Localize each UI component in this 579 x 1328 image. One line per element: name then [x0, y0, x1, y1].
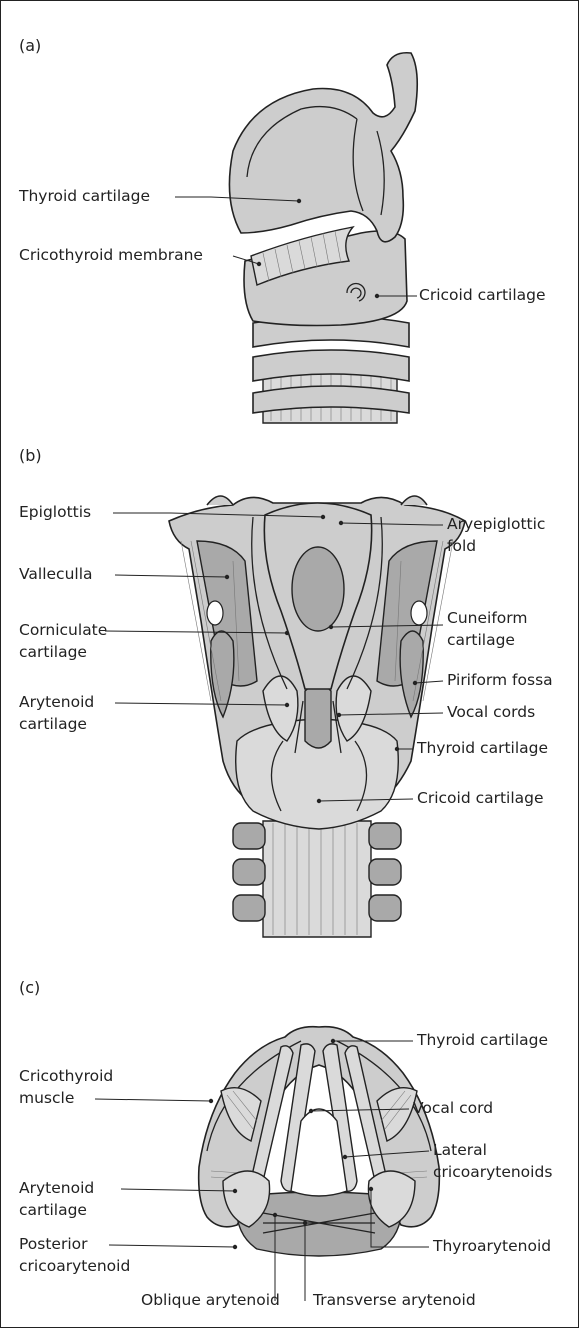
label-lateral: Lateral [433, 1141, 487, 1159]
label-cricothyroid: Cricothyroid [19, 1067, 113, 1085]
glottis-b [305, 684, 331, 748]
label-piriform-fossa: Piriform fossa [447, 671, 553, 689]
label-cricothyroid-muscle: muscle [19, 1089, 74, 1107]
label-aryepiglottic-fold: fold [447, 537, 476, 555]
label-lateral-cricoarytenoids: cricoarytenoids [433, 1163, 552, 1181]
label-cricothyroid-membrane: Cricothyroid membrane [19, 246, 203, 264]
panel-c-label: (c) [19, 978, 40, 997]
label-arytenoid: Arytenoid [19, 693, 94, 711]
label-vocal-cords: Vocal cords [447, 703, 535, 721]
label-vocal-cord: Vocal cord [413, 1099, 493, 1117]
label-posterior: Posterior [19, 1235, 88, 1253]
thyroid-cartilage-a [229, 53, 417, 242]
label-corniculate-cartilage: cartilage [19, 643, 87, 661]
label-thyroid-cartilage-c: Thyroid cartilage [416, 1031, 548, 1049]
label-cuneiform: Cuneiform [447, 609, 527, 627]
label-arytenoid-c-cartilage: cartilage [19, 1201, 87, 1219]
label-thyroid-cartilage-a: Thyroid cartilage [18, 187, 150, 205]
label-arytenoid-cartilage: cartilage [19, 715, 87, 733]
label-corniculate: Corniculate [19, 621, 107, 639]
label-cricoid-cartilage-b: Cricoid cartilage [417, 789, 544, 807]
label-oblique-arytenoid: Oblique arytenoid [141, 1291, 280, 1309]
label-posterior-cricoarytenoid: cricoarytenoid [19, 1257, 130, 1275]
label-thyroid-cartilage-b: Thyroid cartilage [416, 739, 548, 757]
trachea-b [233, 821, 401, 937]
label-cuneiform-cartilage: cartilage [447, 631, 515, 649]
label-thyroarytenoid: Thyroarytenoid [432, 1237, 551, 1255]
label-transverse-arytenoid: Transverse arytenoid [312, 1291, 476, 1309]
panel-a-label: (a) [19, 36, 41, 55]
panel-b-label: (b) [19, 446, 42, 465]
label-cricoid-cartilage-a: Cricoid cartilage [419, 286, 546, 304]
panel-a: (a) [19, 36, 417, 423]
label-valleculla: Valleculla [19, 565, 93, 583]
label-epiglottis: Epiglottis [19, 503, 91, 521]
label-arytenoid-c: Arytenoid [19, 1179, 94, 1197]
label-aryepiglottic: Aryepiglottic [447, 515, 545, 533]
trachea-a [253, 316, 409, 423]
